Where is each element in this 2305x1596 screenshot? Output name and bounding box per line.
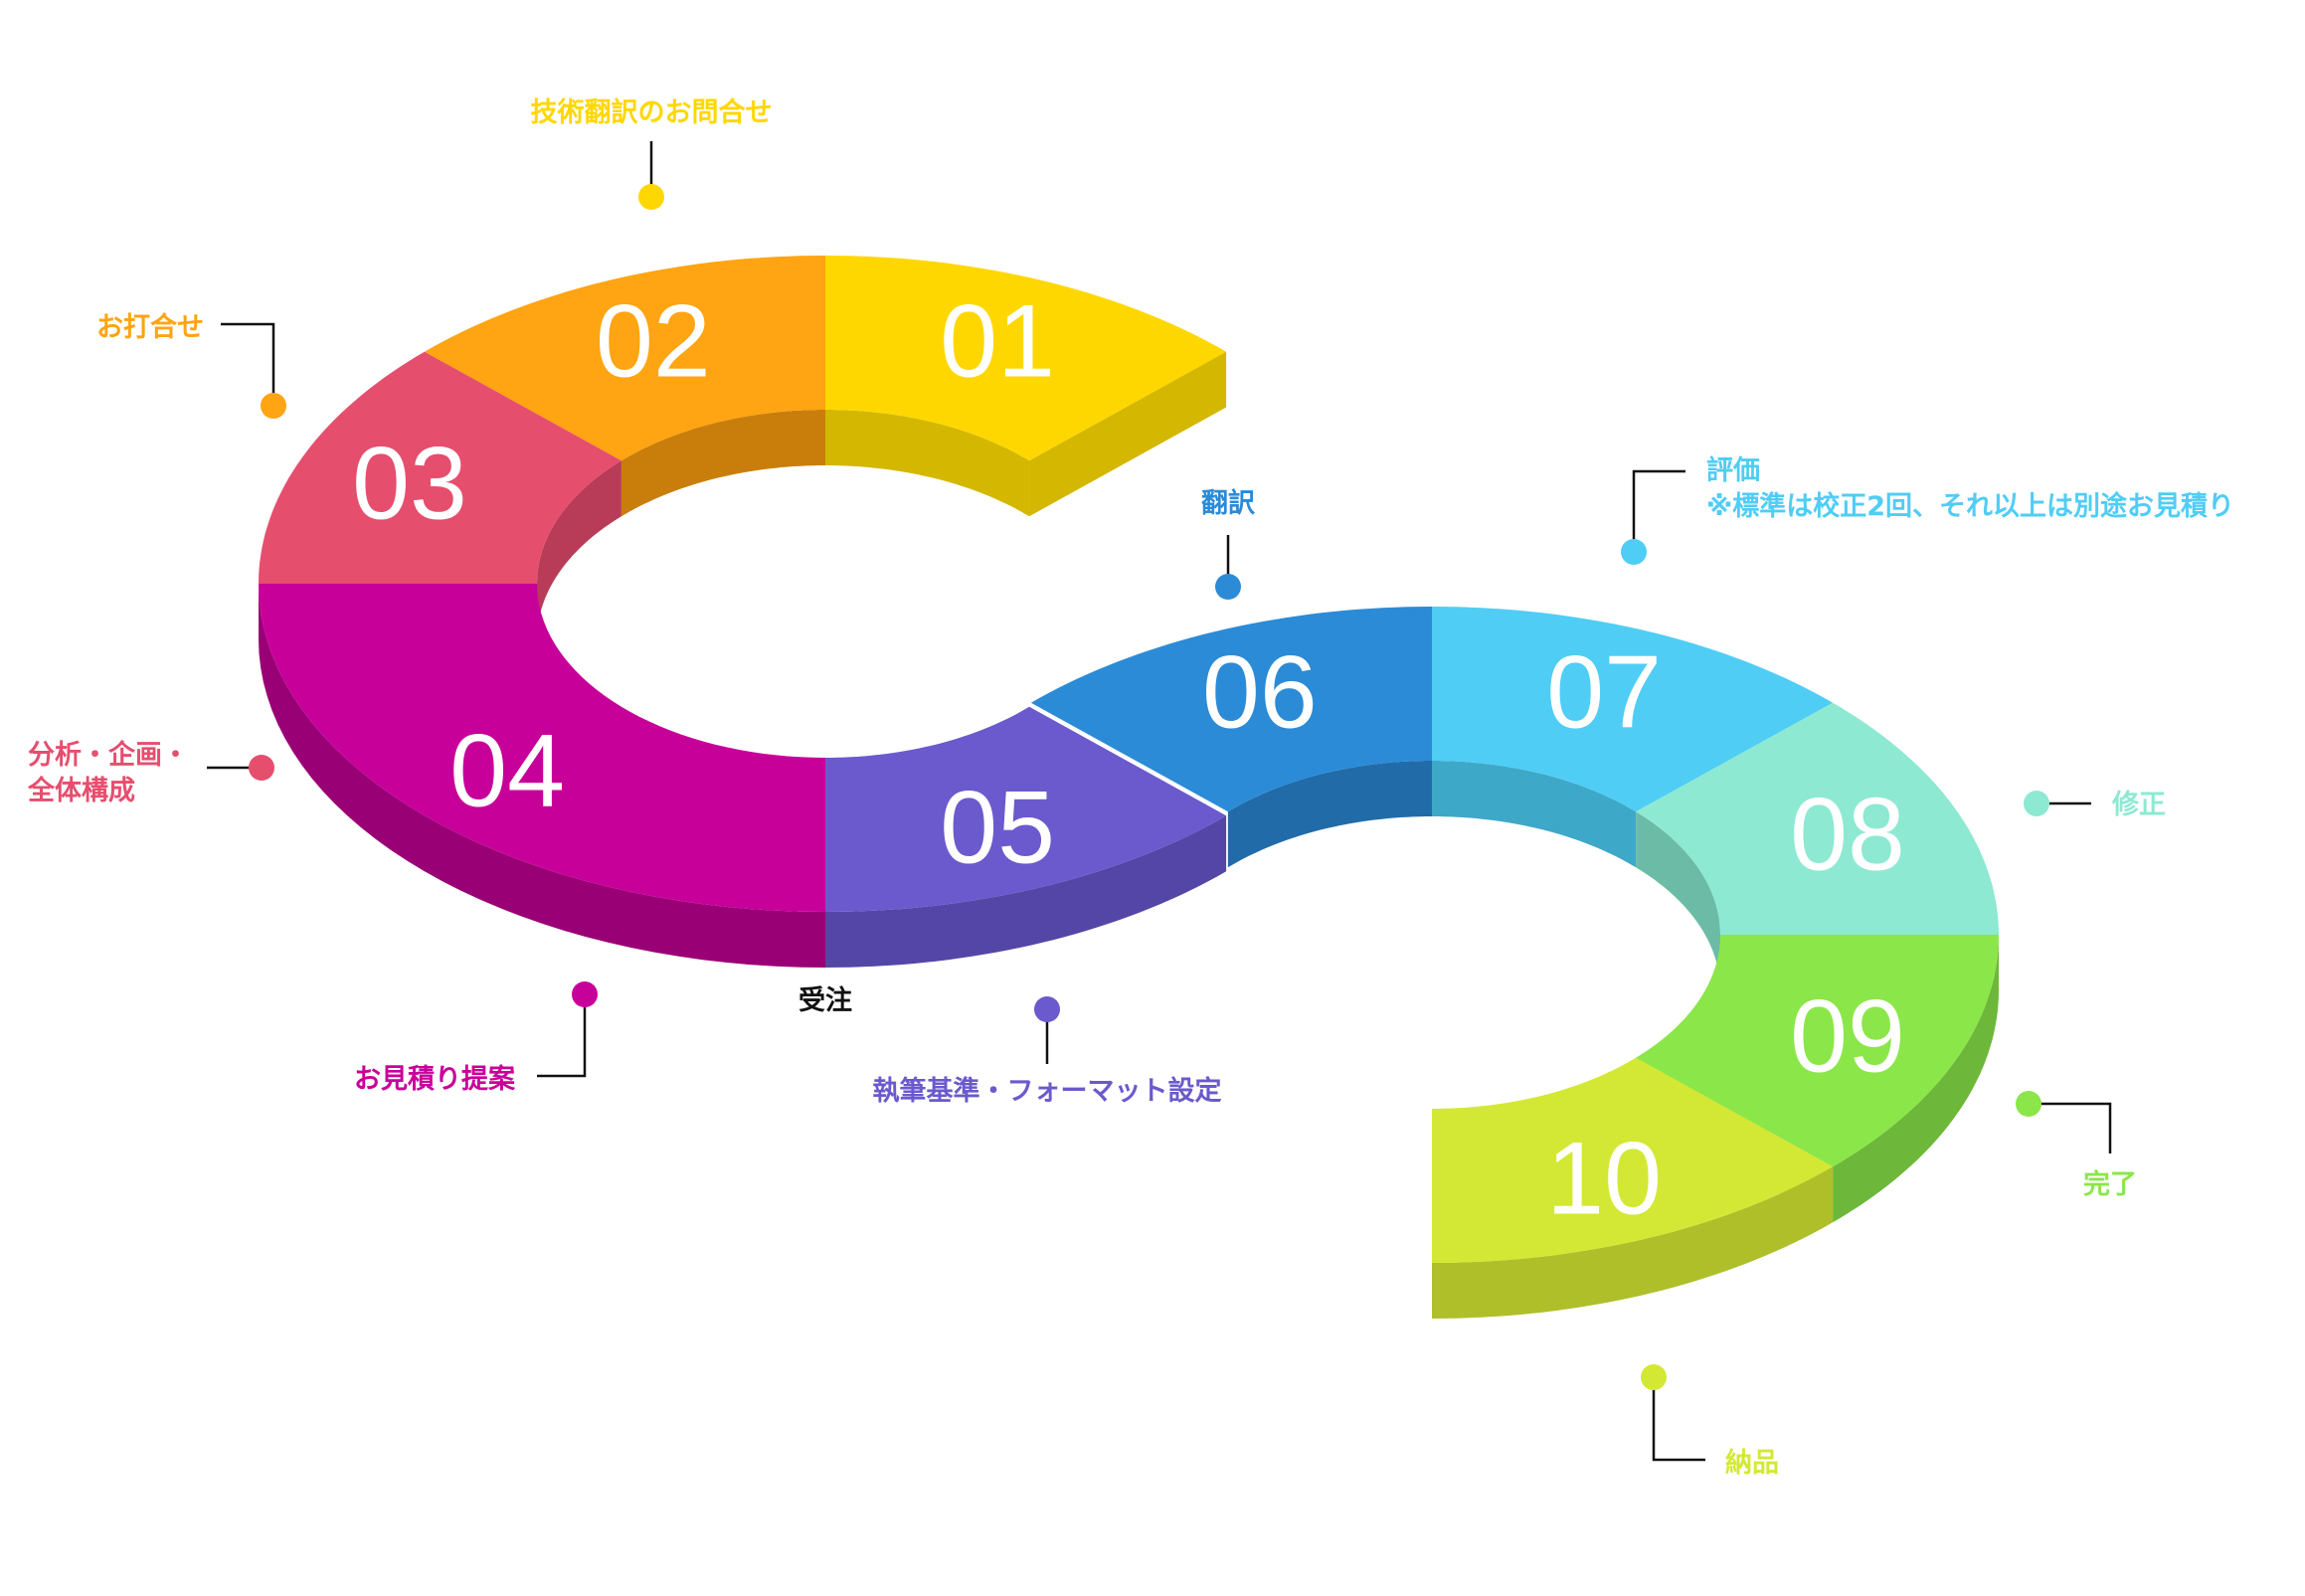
step-05-outer-wall bbox=[825, 815, 1227, 968]
step-03-number: 03 bbox=[352, 427, 467, 542]
step-01-number: 01 bbox=[940, 283, 1055, 399]
callout-dot bbox=[572, 981, 598, 1007]
step-02-label: お打合せ bbox=[96, 311, 204, 343]
callout-step-07: 評価 ※標準は校正2回、それ以上は別途お見積り bbox=[1621, 454, 2234, 565]
step-03-segment bbox=[259, 351, 621, 584]
step-06-inner-wall bbox=[1227, 761, 1432, 868]
step-04-segment bbox=[259, 584, 825, 912]
callout-dot bbox=[1034, 996, 1060, 1022]
step-10-number: 10 bbox=[1546, 1122, 1662, 1237]
callout-dot bbox=[1215, 574, 1241, 600]
step-07-label: ※標準は校正2回、それ以上は別途お見積り bbox=[1706, 490, 2234, 522]
step-06-number: 06 bbox=[1202, 634, 1318, 750]
step-03-inner-wall bbox=[537, 460, 621, 639]
step-05-number: 05 bbox=[940, 771, 1055, 886]
step-08-segment bbox=[1636, 702, 1999, 935]
callout-step-04: お見積り提案 bbox=[354, 981, 598, 1095]
callout-dot bbox=[2016, 1091, 2041, 1117]
callout-leader-line bbox=[537, 994, 587, 1078]
callout-dot bbox=[1621, 539, 1647, 565]
step-08-number: 08 bbox=[1790, 778, 1905, 893]
step-10-outer-wall bbox=[1432, 1166, 1834, 1319]
milestone-label: 受注 bbox=[798, 984, 852, 1016]
step-07-inner-wall bbox=[1432, 761, 1637, 868]
ring-top-faces bbox=[259, 256, 1999, 1263]
step-03-label: 全体構成 bbox=[27, 775, 135, 806]
step-05-label: 執筆基準・フォーマット設定 bbox=[873, 1075, 1222, 1107]
step-09-label: 完了 bbox=[2083, 1168, 2137, 1200]
step-07-number: 07 bbox=[1546, 634, 1662, 750]
step-numbers: 01 02 03 04 05 06 07 08 09 10 bbox=[352, 283, 1905, 1236]
callout-step-08: 修正 bbox=[2024, 790, 2166, 820]
step-06-segment bbox=[1030, 607, 1432, 812]
step-05-segment bbox=[825, 706, 1227, 912]
step-02-segment bbox=[424, 256, 825, 461]
step-10-label: 納品 bbox=[1725, 1447, 1779, 1479]
callout-step-05: 執筆基準・フォーマット設定 bbox=[873, 996, 1222, 1107]
callout-dot bbox=[261, 393, 286, 419]
callout-step-10: 納品 bbox=[1641, 1364, 1779, 1479]
callout-leader-line bbox=[2029, 1102, 2112, 1153]
callout-dot bbox=[638, 184, 664, 210]
step-04-outer-wall bbox=[259, 584, 825, 968]
callout-step-09: 完了 bbox=[2016, 1091, 2137, 1200]
step-09-outer-wall bbox=[1833, 935, 1999, 1223]
callout-dot bbox=[2024, 791, 2049, 816]
step-01-inner-wall bbox=[825, 410, 1030, 517]
step-09-segment bbox=[1636, 935, 1999, 1167]
callout-step-01: 技術翻訳のお問合せ bbox=[531, 96, 773, 210]
callout-step-03: 分析・企画・全体構成 bbox=[27, 739, 274, 806]
callout-step-06: 翻訳 bbox=[1201, 487, 1256, 600]
step-08-label: 修正 bbox=[2111, 790, 2166, 820]
step-04-number: 04 bbox=[449, 713, 565, 828]
step-02-inner-wall bbox=[621, 410, 825, 517]
callout-leader-line bbox=[1652, 1377, 1705, 1462]
step-07-segment bbox=[1432, 607, 1834, 812]
callout-dot bbox=[249, 755, 274, 781]
step-04-label: お見積り提案 bbox=[354, 1063, 516, 1095]
step-01-end-cap bbox=[1029, 351, 1227, 517]
step-08-inner-wall bbox=[1636, 811, 1720, 990]
step-10-segment bbox=[1432, 1057, 1834, 1263]
step-01-label: 技術翻訳のお問合せ bbox=[531, 96, 773, 128]
callout-leader-line bbox=[1632, 469, 1685, 552]
step-09-number: 09 bbox=[1790, 978, 1905, 1094]
step-06-label: 翻訳 bbox=[1201, 487, 1256, 519]
step-03-label: 分析・企画・ bbox=[28, 739, 189, 771]
callout-leader-line bbox=[221, 322, 275, 406]
step-02-number: 02 bbox=[596, 283, 711, 399]
callout-dot bbox=[1641, 1364, 1667, 1390]
callout-step-02: お打合せ bbox=[96, 311, 286, 419]
step-07-label: 評価 bbox=[1706, 454, 1760, 486]
step-01-segment bbox=[825, 256, 1227, 461]
